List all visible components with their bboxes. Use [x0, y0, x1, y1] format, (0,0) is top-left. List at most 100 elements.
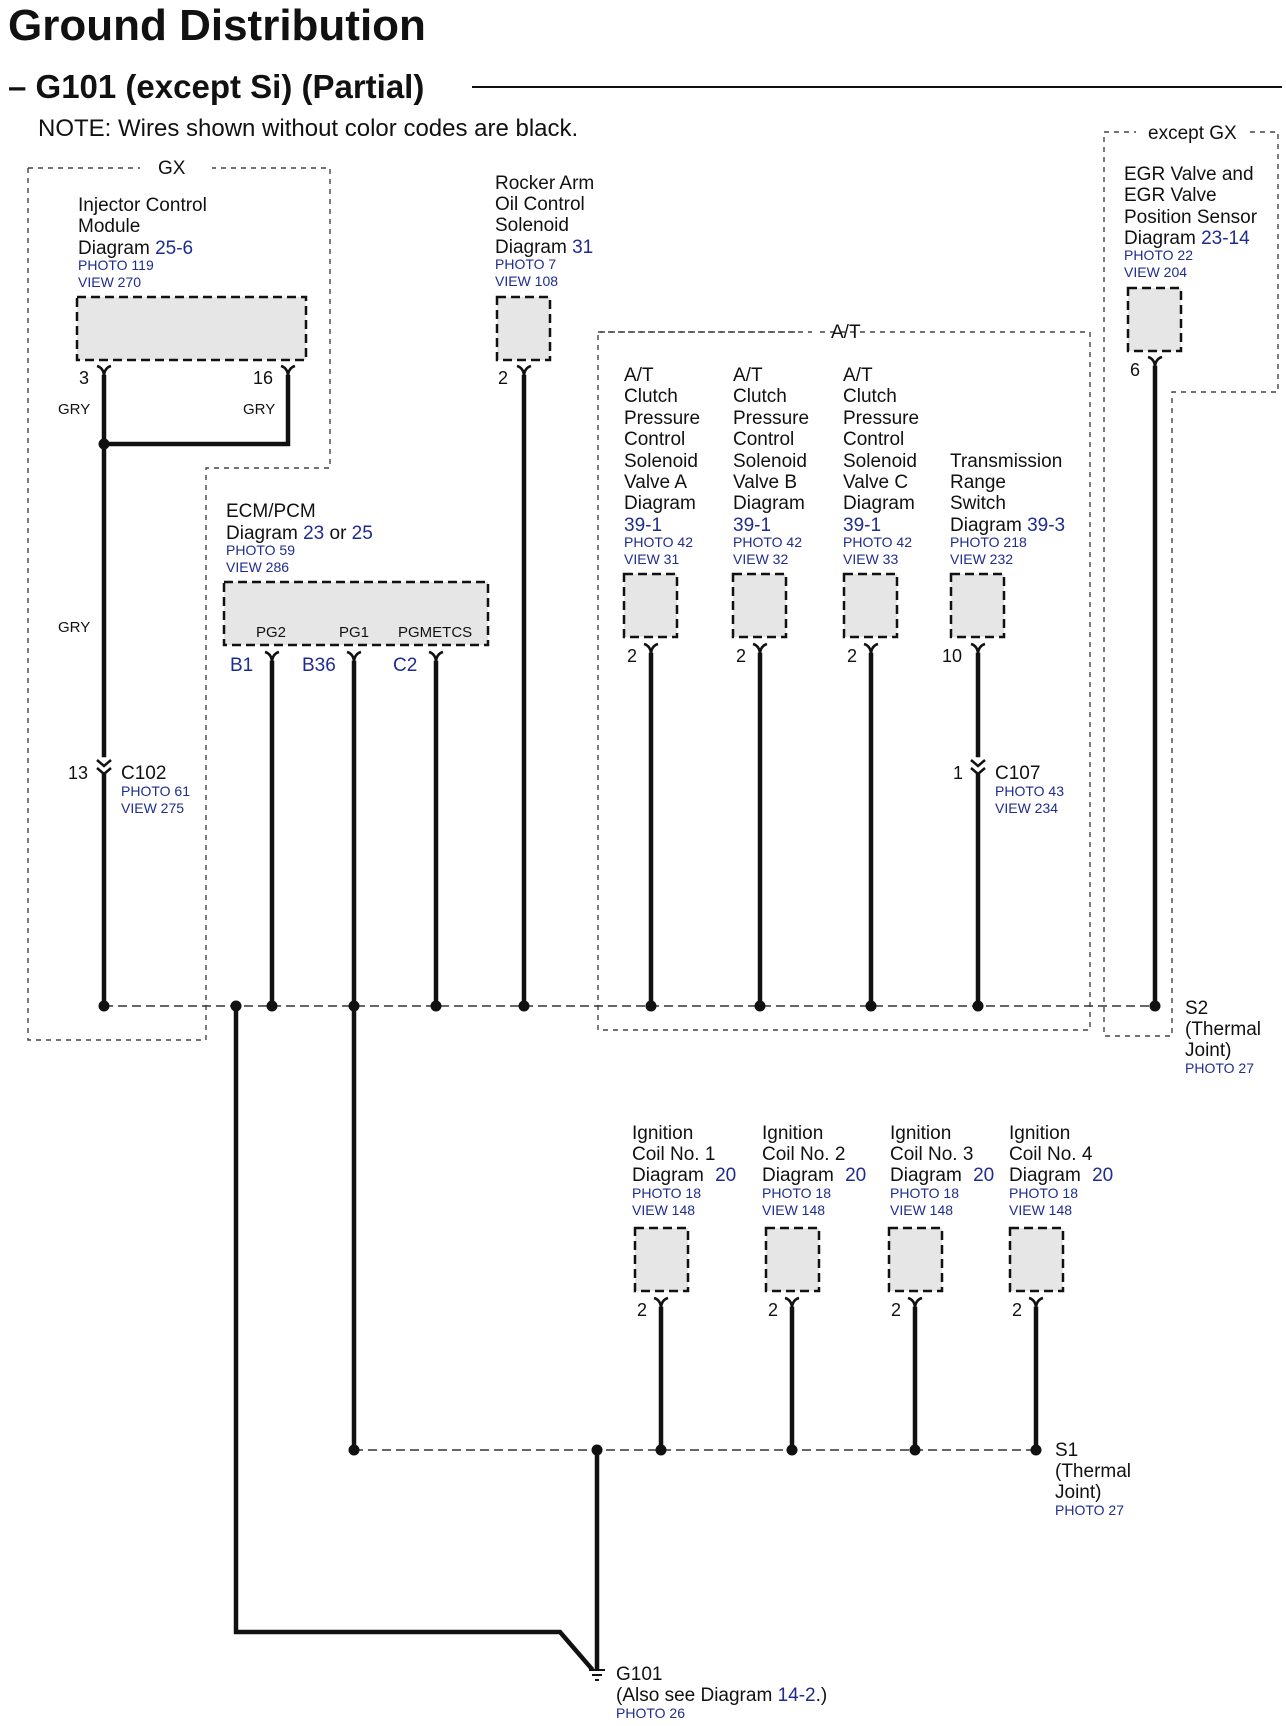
rocker-name-line3: Solenoid — [495, 215, 569, 236]
ecm-pin-id-c2: C2 — [393, 655, 417, 676]
g101-photo-ref[interactable]: PHOTO 26 — [616, 1705, 685, 1721]
trs-line3: Switch — [950, 493, 1006, 514]
egr-connector-box — [1126, 286, 1183, 353]
ignition-coil-2: Ignition Coil No. 2 Diagram 20 PHOTO 18 … — [762, 1123, 866, 1320]
coil2-connector-box — [764, 1226, 821, 1293]
sol-a-view-ref[interactable]: VIEW 31 — [624, 551, 679, 567]
injector-photo-ref[interactable]: PHOTO 119 — [78, 257, 154, 273]
egr-view-ref[interactable]: VIEW 204 — [1124, 264, 1187, 280]
sol-c-photo-ref[interactable]: PHOTO 42 — [843, 534, 912, 550]
coil3-connector-box — [887, 1226, 944, 1293]
solenoid-b: A/T Clutch Pressure Control Solenoid Val… — [731, 365, 809, 666]
section-subtitle: – G101 (except Si) (Partial) — [8, 68, 424, 105]
ecm-pcm: ECM/PCM Diagram 23 or 25 PHOTO 59 VIEW 2… — [222, 501, 490, 676]
coil4-photo-ref[interactable]: PHOTO 18 — [1009, 1185, 1078, 1201]
coil2-diagram-ref[interactable]: Diagram 20 — [762, 1165, 866, 1186]
coil2-line1: Ignition — [762, 1123, 823, 1144]
coil1-photo-ref[interactable]: PHOTO 18 — [632, 1185, 701, 1201]
coil4-line2: Coil No. 4 — [1009, 1144, 1093, 1165]
trs-diagram-ref[interactable]: Diagram 39-3 — [950, 515, 1065, 536]
wire-injector-16 — [101, 374, 291, 447]
s2-node-9 — [972, 1000, 984, 1012]
s2-photo-ref[interactable]: PHOTO 27 — [1185, 1060, 1254, 1076]
c107-photo-ref[interactable]: PHOTO 43 — [995, 783, 1064, 799]
trs-photo-ref[interactable]: PHOTO 218 — [950, 534, 1027, 550]
region-gx-label: GX — [158, 158, 186, 179]
sol-a-line7: Diagram — [624, 493, 696, 514]
coil3-line2: Coil No. 3 — [890, 1144, 973, 1165]
coil1-diagram-ref[interactable]: Diagram 20 — [632, 1165, 736, 1186]
coil3-view-ref[interactable]: VIEW 148 — [890, 1202, 953, 1218]
ecm-pin-id-b1: B1 — [230, 655, 253, 676]
sol-b-photo-ref[interactable]: PHOTO 42 — [733, 534, 802, 550]
ground-g101: G101 (Also see Diagram 14-2.) PHOTO 26 — [616, 1664, 827, 1721]
sol-c-line5: Solenoid — [843, 451, 917, 472]
trs-view-ref[interactable]: VIEW 232 — [950, 551, 1013, 567]
injector-connector-box — [75, 295, 308, 362]
sol-a-line2: Clutch — [624, 386, 678, 407]
s2-node-0 — [98, 1000, 110, 1012]
ecm-view-ref[interactable]: VIEW 286 — [226, 559, 289, 575]
egr-photo-ref[interactable]: PHOTO 22 — [1124, 247, 1193, 263]
coil3-photo-ref[interactable]: PHOTO 18 — [890, 1185, 959, 1201]
g101-name: G101 — [616, 1664, 662, 1685]
rocker-diagram-ref[interactable]: Diagram 31 — [495, 237, 593, 258]
rocker-view-ref[interactable]: VIEW 108 — [495, 273, 558, 289]
sol-a-diagram-ref[interactable]: 39-1 — [624, 515, 662, 536]
ecm-diagram-ref[interactable]: Diagram 23 or 25 — [226, 523, 373, 544]
ignition-coil-1: Ignition Coil No. 1 Diagram 20 PHOTO 18 … — [632, 1123, 736, 1320]
injector-diagram-ref[interactable]: Diagram 25-6 — [78, 238, 193, 259]
ecm-photo-ref[interactable]: PHOTO 59 — [226, 542, 295, 558]
g101-diagram-ref[interactable]: (Also see Diagram 14-2.) — [616, 1685, 827, 1706]
injector-control-module: Injector Control Module Diagram 25-6 PHO… — [58, 195, 308, 636]
c102-name: C102 — [121, 763, 166, 784]
injector-pin-16: 16 — [253, 368, 273, 388]
connector-c107: 1 C107 PHOTO 43 VIEW 234 — [953, 763, 1064, 816]
coil2-view-ref[interactable]: VIEW 148 — [762, 1202, 825, 1218]
sol-a-photo-ref[interactable]: PHOTO 42 — [624, 534, 693, 550]
s1-name: S1 — [1055, 1440, 1078, 1461]
coil4-diagram-ref[interactable]: Diagram 20 — [1009, 1165, 1113, 1186]
trs-connector-box — [949, 572, 1006, 639]
c102-photo-ref[interactable]: PHOTO 61 — [121, 783, 190, 799]
region-at-label: A/T — [831, 322, 861, 343]
sol-b-diagram-ref[interactable]: 39-1 — [733, 515, 771, 536]
ecm-pin-pg1: PG1 — [339, 624, 369, 641]
coil3-diagram-ref[interactable]: Diagram 20 — [890, 1165, 994, 1186]
s1-photo-ref[interactable]: PHOTO 27 — [1055, 1502, 1124, 1518]
rocker-name-line1: Rocker Arm — [495, 173, 594, 194]
coil4-view-ref[interactable]: VIEW 148 — [1009, 1202, 1072, 1218]
sol-b-view-ref[interactable]: VIEW 32 — [733, 551, 788, 567]
c107-name: C107 — [995, 763, 1040, 784]
rocker-photo-ref[interactable]: PHOTO 7 — [495, 256, 556, 272]
s1-node-5 — [1030, 1444, 1042, 1456]
egr-pin: 6 — [1130, 360, 1140, 380]
s2-node-7 — [754, 1000, 766, 1012]
rocker-connector-box — [495, 295, 552, 362]
injector-pin-3: 3 — [79, 368, 89, 388]
coil2-photo-ref[interactable]: PHOTO 18 — [762, 1185, 831, 1201]
ecm-name: ECM/PCM — [226, 501, 316, 522]
sol-b-line5: Solenoid — [733, 451, 807, 472]
c102-view-ref[interactable]: VIEW 275 — [121, 800, 184, 816]
s1-node-0 — [348, 1444, 360, 1456]
c102-pin: 13 — [68, 763, 88, 783]
injector-view-ref[interactable]: VIEW 270 — [78, 274, 141, 290]
sol-b-pin: 2 — [736, 646, 746, 666]
sol-c-view-ref[interactable]: VIEW 33 — [843, 551, 898, 567]
trs-pin: 10 — [942, 646, 962, 666]
note-text: NOTE: Wires shown without color codes ar… — [38, 115, 578, 142]
c107-view-ref[interactable]: VIEW 234 — [995, 800, 1058, 816]
egr-valve: EGR Valve and EGR Valve Position Sensor … — [1124, 164, 1258, 380]
s1-line3: Joint) — [1055, 1482, 1101, 1503]
egr-diagram-ref[interactable]: Diagram 23-14 — [1124, 228, 1250, 249]
sol-a-connector-box — [622, 572, 679, 639]
coil1-view-ref[interactable]: VIEW 148 — [632, 1202, 695, 1218]
sol-c-connector-box — [842, 572, 899, 639]
ignition-coil-4: Ignition Coil No. 4 Diagram 20 PHOTO 18 … — [1008, 1123, 1113, 1320]
solenoid-c: A/T Clutch Pressure Control Solenoid Val… — [842, 365, 919, 666]
ignition-coil-3: Ignition Coil No. 3 Diagram 20 PHOTO 18 … — [887, 1123, 994, 1320]
trs-line2: Range — [950, 472, 1006, 493]
sol-c-diagram-ref[interactable]: 39-1 — [843, 515, 881, 536]
